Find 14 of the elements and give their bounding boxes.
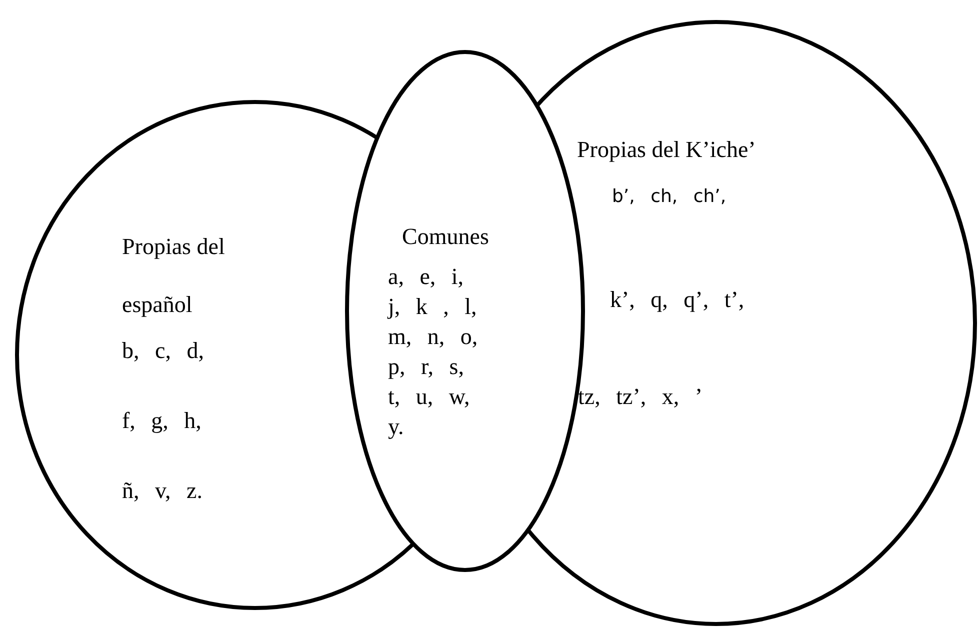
letter-list: t, u, w, <box>388 382 470 412</box>
set-heading: Propias del K’iche’ <box>577 136 756 164</box>
letter-list: f, g, h, <box>122 406 202 436</box>
letter-list: b, c, d, <box>122 336 204 366</box>
letter-list: m, n, o, <box>388 322 478 352</box>
letter-list: a, e, i, <box>388 262 464 292</box>
letter-list: p, r, s, <box>388 352 464 382</box>
set-heading: Comunes <box>402 223 489 251</box>
letter-list: y. <box>388 412 404 442</box>
letter-list: b’, ch, ch’, <box>612 182 726 212</box>
letter-list: tz, tz’, x, ’ <box>578 382 703 412</box>
letter-list: k’, q, q’, t’, <box>610 285 744 315</box>
letter-list: j, k , l, <box>388 292 477 322</box>
letter-list: ñ, v, z. <box>122 476 202 506</box>
